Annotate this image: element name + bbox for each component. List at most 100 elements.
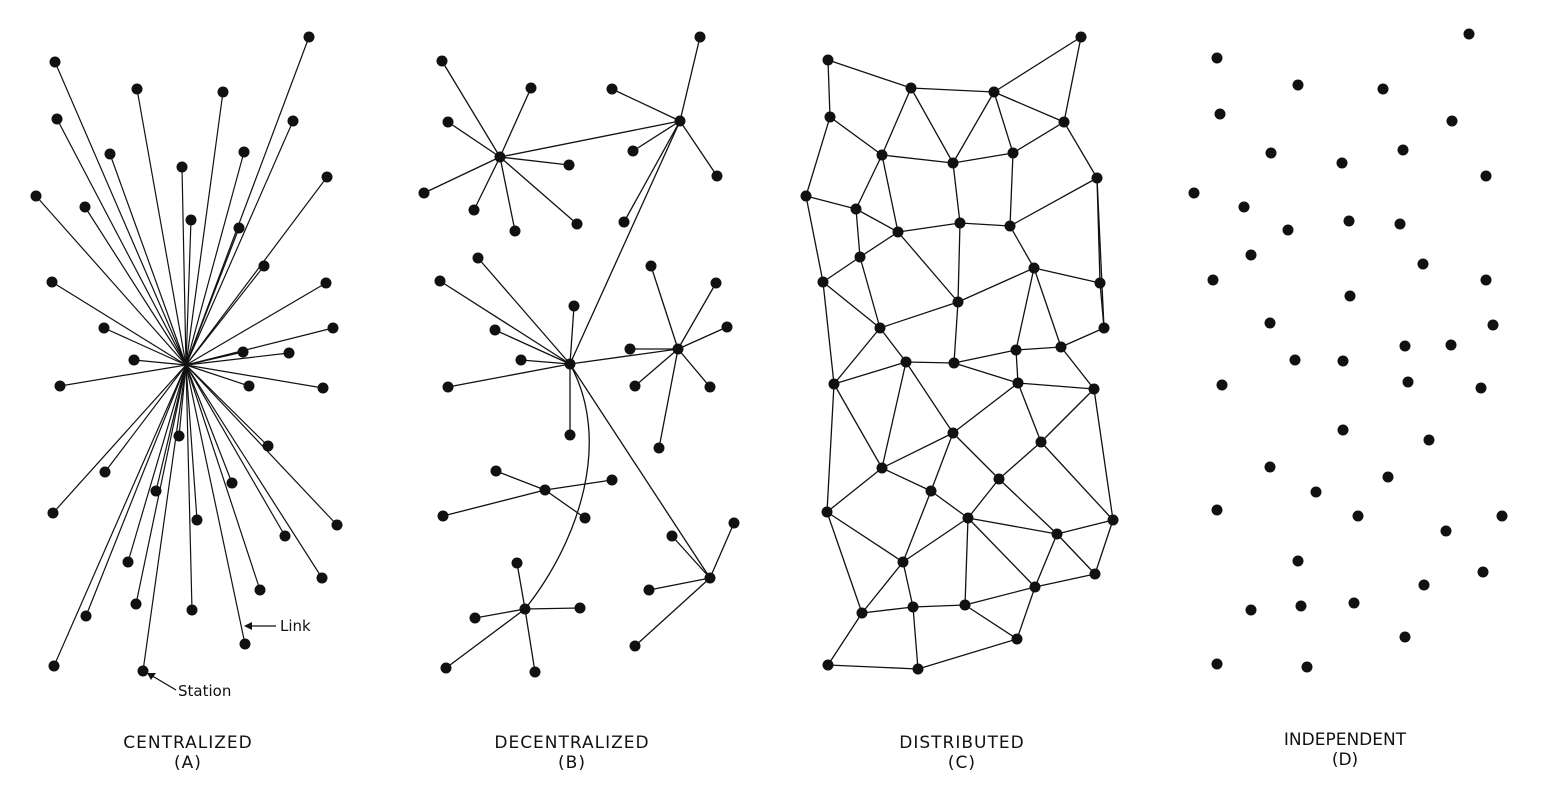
station-node bbox=[606, 474, 618, 486]
link bbox=[442, 489, 546, 517]
link bbox=[185, 364, 246, 645]
link bbox=[185, 364, 269, 447]
link bbox=[1017, 382, 1095, 390]
link bbox=[993, 36, 1082, 93]
station-node bbox=[704, 381, 716, 393]
independent-network bbox=[1188, 28, 1508, 673]
panel-title: DISTRIBUTED bbox=[899, 733, 1025, 753]
station-node bbox=[150, 485, 162, 497]
station-callout-label: Station bbox=[178, 682, 232, 700]
link bbox=[861, 606, 914, 614]
link bbox=[917, 638, 1018, 670]
link bbox=[679, 120, 718, 177]
link bbox=[859, 256, 881, 329]
station-node bbox=[674, 115, 686, 127]
link bbox=[499, 156, 570, 166]
link bbox=[499, 87, 532, 158]
station-node bbox=[1028, 262, 1040, 274]
station-node bbox=[440, 662, 452, 674]
station-node bbox=[993, 473, 1005, 485]
station-node bbox=[176, 161, 188, 173]
station-node bbox=[897, 556, 909, 568]
link bbox=[52, 364, 187, 514]
link bbox=[185, 352, 290, 366]
link bbox=[1034, 533, 1058, 588]
link bbox=[648, 577, 711, 591]
link bbox=[953, 349, 1017, 364]
link bbox=[827, 612, 863, 666]
caption-independent: INDEPENDENT (D) bbox=[1245, 730, 1445, 770]
link bbox=[520, 359, 571, 365]
station-node bbox=[1211, 658, 1223, 670]
station-node bbox=[529, 666, 541, 678]
station-node bbox=[418, 187, 430, 199]
link bbox=[53, 364, 187, 667]
station-node bbox=[694, 31, 706, 43]
link bbox=[185, 364, 250, 387]
panel-title: INDEPENDENT bbox=[1283, 730, 1407, 750]
link bbox=[1015, 267, 1035, 351]
link bbox=[833, 361, 907, 385]
panel-title: CENTRALIZED bbox=[123, 733, 253, 753]
link bbox=[1016, 586, 1036, 640]
link bbox=[910, 87, 995, 93]
station-node bbox=[186, 604, 198, 616]
link bbox=[185, 364, 198, 521]
station-node bbox=[1012, 377, 1024, 389]
link bbox=[833, 383, 883, 469]
station-node bbox=[1463, 28, 1475, 40]
link bbox=[84, 206, 187, 366]
station-node bbox=[627, 145, 639, 157]
link bbox=[879, 301, 959, 329]
decentralized-network bbox=[418, 31, 740, 678]
link bbox=[133, 359, 187, 366]
link bbox=[185, 364, 286, 537]
caption-decentralized: DECENTRALIZED (B) bbox=[472, 733, 672, 773]
link bbox=[185, 351, 244, 366]
link bbox=[544, 489, 586, 519]
station-node bbox=[1216, 379, 1228, 391]
link bbox=[127, 364, 187, 563]
link bbox=[51, 281, 187, 366]
station-node bbox=[606, 83, 618, 95]
link bbox=[185, 151, 245, 366]
station-node bbox=[217, 86, 229, 98]
link bbox=[109, 153, 187, 366]
station-node bbox=[874, 322, 886, 334]
station-node bbox=[1055, 341, 1067, 353]
station-node bbox=[1446, 115, 1458, 127]
link bbox=[1056, 533, 1096, 575]
link bbox=[56, 118, 187, 366]
station-node bbox=[1480, 170, 1492, 182]
link bbox=[998, 441, 1042, 480]
link bbox=[185, 219, 192, 366]
station-node bbox=[653, 442, 665, 454]
link bbox=[861, 561, 904, 614]
station-node bbox=[1264, 461, 1276, 473]
station-node bbox=[822, 54, 834, 66]
station-node bbox=[817, 276, 829, 288]
link bbox=[185, 36, 310, 366]
link bbox=[910, 87, 954, 164]
link bbox=[964, 517, 969, 606]
station-node bbox=[947, 427, 959, 439]
link bbox=[441, 60, 501, 158]
station-node bbox=[1343, 215, 1355, 227]
link bbox=[524, 608, 536, 673]
station-node bbox=[1397, 144, 1409, 156]
link bbox=[1015, 349, 1019, 384]
link bbox=[902, 561, 914, 608]
station-node bbox=[1292, 79, 1304, 91]
link bbox=[499, 156, 578, 225]
station-node bbox=[954, 217, 966, 229]
station-node bbox=[494, 151, 506, 163]
station-node bbox=[1238, 201, 1250, 213]
station-node bbox=[1007, 147, 1019, 159]
link bbox=[544, 479, 613, 491]
link bbox=[1099, 282, 1105, 329]
link bbox=[930, 432, 954, 492]
link bbox=[1056, 519, 1114, 535]
station-node bbox=[905, 82, 917, 94]
link bbox=[1017, 382, 1042, 443]
station-node bbox=[519, 603, 531, 615]
